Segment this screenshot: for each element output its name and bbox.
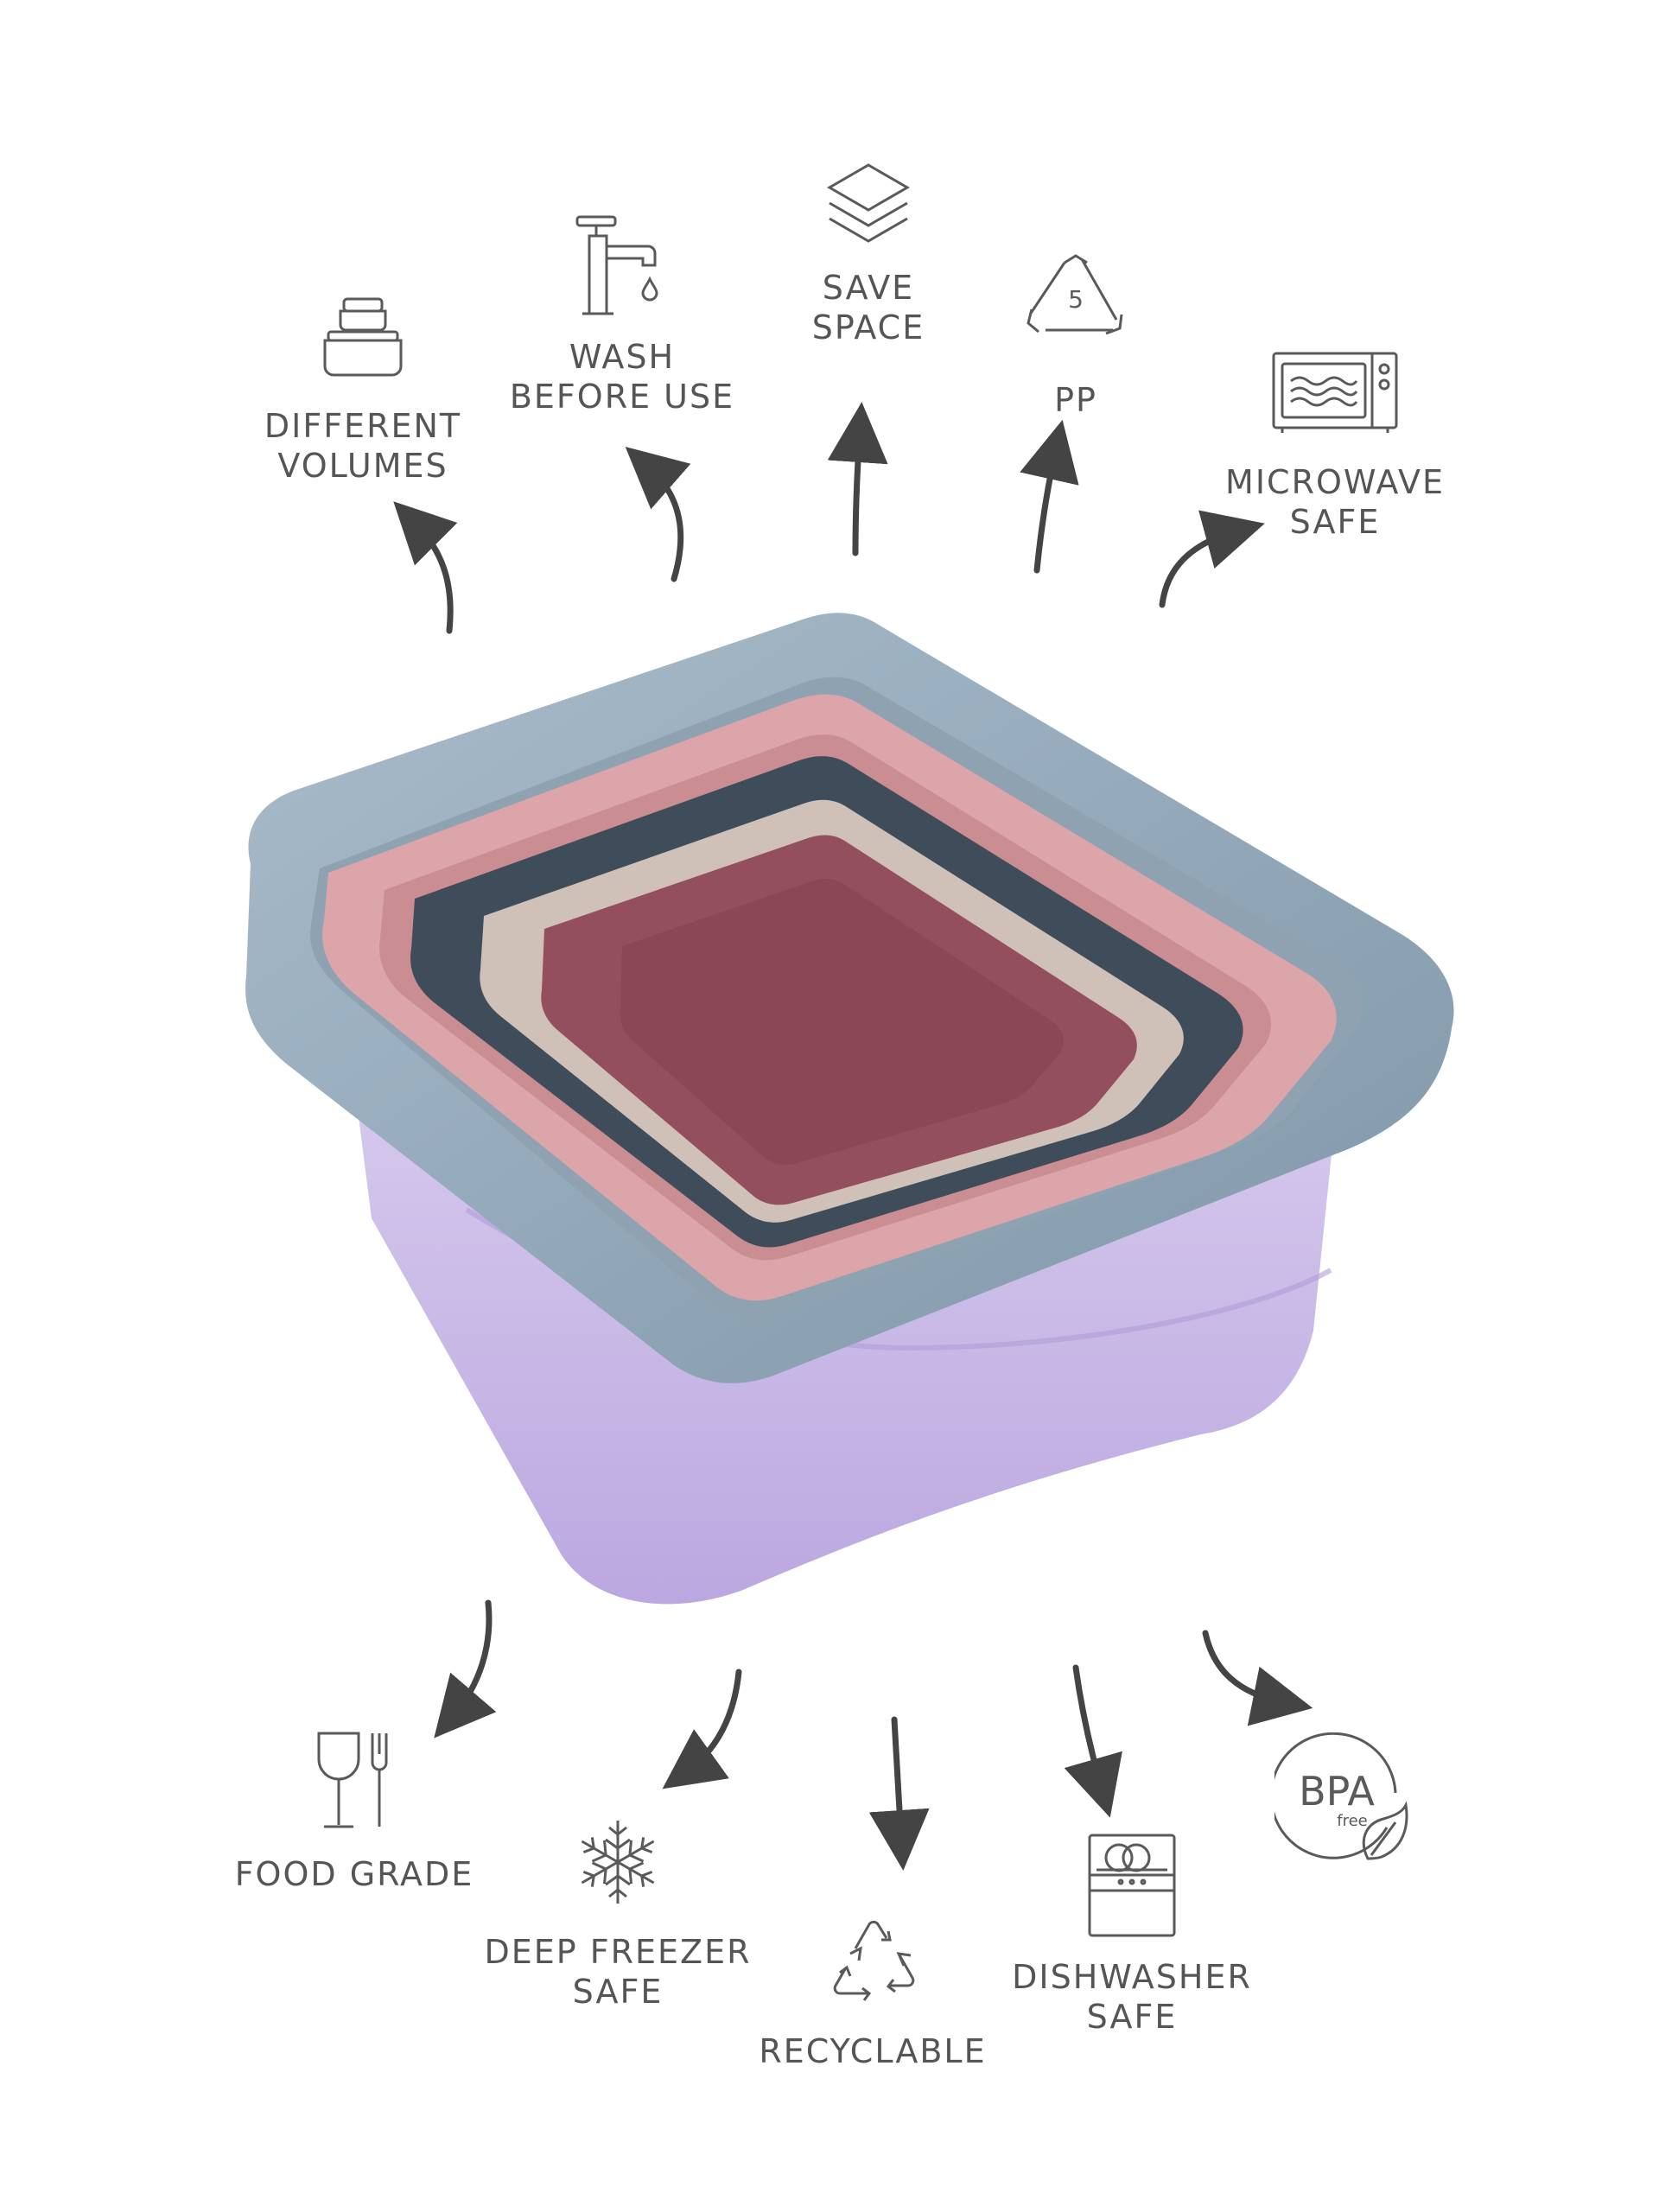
label-line: DISHWASHER: [1012, 1958, 1252, 1996]
feature-deep-freezer-safe: DEEP FREEZER SAFE: [480, 1815, 756, 2012]
label-line: MICROWAVE: [1225, 463, 1445, 501]
arrow-different-volumes: [393, 501, 458, 634]
layers-icon: [827, 163, 910, 243]
label-line: BEFORE USE: [509, 378, 735, 416]
dishwasher-icon: [1088, 1834, 1176, 1937]
label-line: SAFE: [572, 1973, 664, 2011]
label-line: WASH: [569, 338, 676, 376]
feature-pp: 5 PP: [981, 251, 1171, 420]
stacked-bowls-icon: [323, 297, 403, 377]
snowflake-icon: [574, 1821, 662, 1905]
bpa-free-badge-icon: BPA free: [1274, 1732, 1408, 1860]
arrow-food-grade: [434, 1599, 497, 1738]
feature-microwave-safe: MICROWAVE SAFE: [1205, 350, 1465, 542]
microwave-icon: [1272, 352, 1398, 433]
feature-wash-before-use: WASH BEFORE USE: [493, 212, 752, 416]
label-line: DIFFERENT: [264, 407, 462, 445]
bpa-badge-main-text: BPA: [1299, 1768, 1375, 1815]
label-line: FOOD GRADE: [234, 1855, 474, 1893]
arrow-microwave-safe: [1159, 510, 1265, 608]
label-line: SAVE: [822, 269, 915, 307]
recycle-code-number: 5: [1068, 285, 1084, 314]
recycle-triangle-icon: 5: [1027, 254, 1123, 335]
feature-save-space: SAVE SPACE: [739, 160, 998, 347]
arrow-pp: [1020, 419, 1079, 574]
feature-dishwasher-safe: DISHWASHER SAFE: [998, 1832, 1266, 2037]
recycle-arrows-icon: [833, 1920, 915, 2001]
label-line: DEEP FREEZER: [484, 1933, 752, 1971]
lid-berry-recess: [620, 879, 1064, 1165]
feature-recyclable: RECYCLABLE: [743, 1914, 1002, 2071]
label-line: RECYCLABLE: [759, 2032, 987, 2070]
feature-bpa-free: BPA free: [1274, 1732, 1413, 1871]
bpa-badge-sub-text: free: [1337, 1812, 1368, 1830]
arrow-dishwasher-safe: [1064, 1664, 1122, 1818]
glass-fork-icon: [317, 1732, 388, 1828]
label-line: SAFE: [1289, 503, 1381, 541]
arrow-save-space: [827, 402, 888, 556]
arrow-wash-before-use: [625, 446, 691, 582]
arrow-deep-freezer-safe: [662, 1669, 742, 1789]
label-line: SAFE: [1086, 1998, 1178, 2036]
feature-different-volumes: DIFFERENT VOLUMES: [233, 294, 493, 486]
feature-food-grade: FOOD GRADE: [220, 1728, 488, 1894]
label-line: SPACE: [811, 308, 925, 346]
label-line: PP: [1054, 381, 1097, 419]
faucet-icon: [575, 215, 658, 315]
arrow-recyclable: [868, 1716, 930, 1871]
label-line: VOLUMES: [277, 447, 448, 485]
arrow-bpa-free: [1202, 1630, 1313, 1726]
